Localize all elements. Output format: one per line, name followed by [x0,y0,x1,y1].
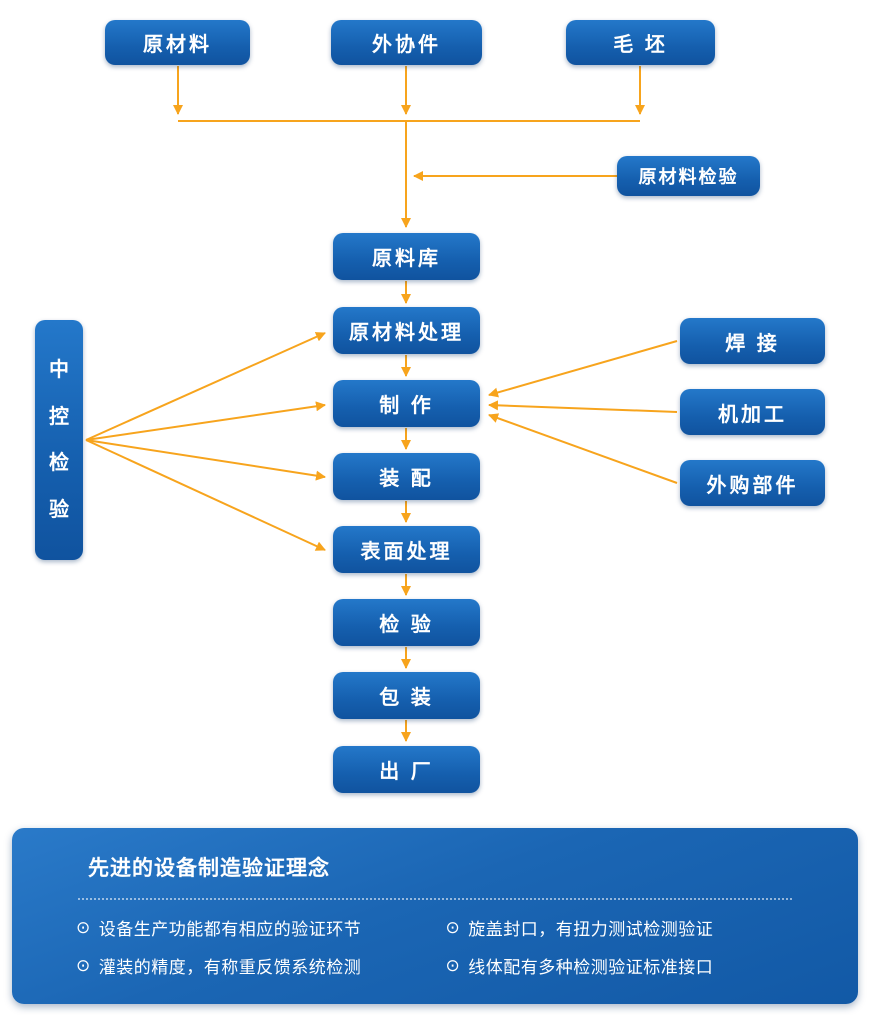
bullet-item: ⊙ 灌装的精度，有称重反馈系统检测 [76,953,445,978]
central-control-char: 检 [49,452,69,475]
central-control-char: 验 [49,498,69,521]
node-purchased-parts: 外购部件 [680,460,825,506]
node-central-control-inspection: 中 控 检 验 [35,320,83,560]
node-packaging: 包 装 [333,672,480,719]
arrow-welding-to-production [488,340,678,398]
node-surface-treatment: 表面处理 [333,526,480,573]
node-machining: 机加工 [680,389,825,435]
arrow-control-to-production [85,401,326,441]
arrow-control-to-assembly [85,439,326,481]
bullet-icon: ⊙ [445,956,461,975]
verification-panel: 先进的设备制造验证理念 ⊙ 设备生产功能都有相应的验证环节 ⊙ 灌装的精度，有称… [12,828,858,1004]
bullet-text: 线体配有多种检测验证标准接口 [468,958,714,977]
arrow-control-to-processing [85,332,326,441]
bullet-icon: ⊙ [445,918,461,937]
bullet-icon: ⊙ [76,918,91,937]
bullet-item: ⊙ 旋盖封口，有扭力测试检测验证 [445,915,794,940]
bullet-text: 旋盖封口，有扭力测试检测验证 [468,920,714,939]
node-production: 制 作 [333,380,480,427]
central-control-char: 中 [49,359,69,382]
node-raw-materials: 原材料 [105,20,250,65]
bullet-text: 设备生产功能都有相应的验证环节 [98,920,362,939]
bullet-item: ⊙ 设备生产功能都有相应的验证环节 [76,915,445,940]
arrow-control-to-surface [85,439,326,551]
node-blank-stock: 毛 坯 [566,20,715,65]
bullet-item: ⊙ 线体配有多种检测验证标准接口 [445,953,794,978]
node-outsourced-parts: 外协件 [331,20,482,65]
bullet-text: 灌装的精度，有称重反馈系统检测 [98,958,362,977]
panel-title: 先进的设备制造验证理念 [88,857,330,880]
node-raw-material-inspection: 原材料检验 [617,156,760,196]
node-assembly: 装 配 [333,453,480,500]
bullet-icon: ⊙ [76,956,91,975]
panel-divider [78,898,792,900]
panel-bullet-list: ⊙ 设备生产功能都有相应的验证环节 ⊙ 灌装的精度，有称重反馈系统检测 ⊙ 旋盖… [76,915,794,978]
node-raw-material-processing: 原材料处理 [333,307,480,354]
arrow-machining-to-production [488,400,678,413]
node-raw-material-warehouse: 原料库 [333,233,480,280]
arrow-purchased-to-production [488,413,678,484]
central-control-char: 控 [49,405,69,428]
node-inspection: 检 验 [333,599,480,646]
node-leave-factory: 出 厂 [333,746,480,793]
node-welding: 焊 接 [680,318,825,364]
